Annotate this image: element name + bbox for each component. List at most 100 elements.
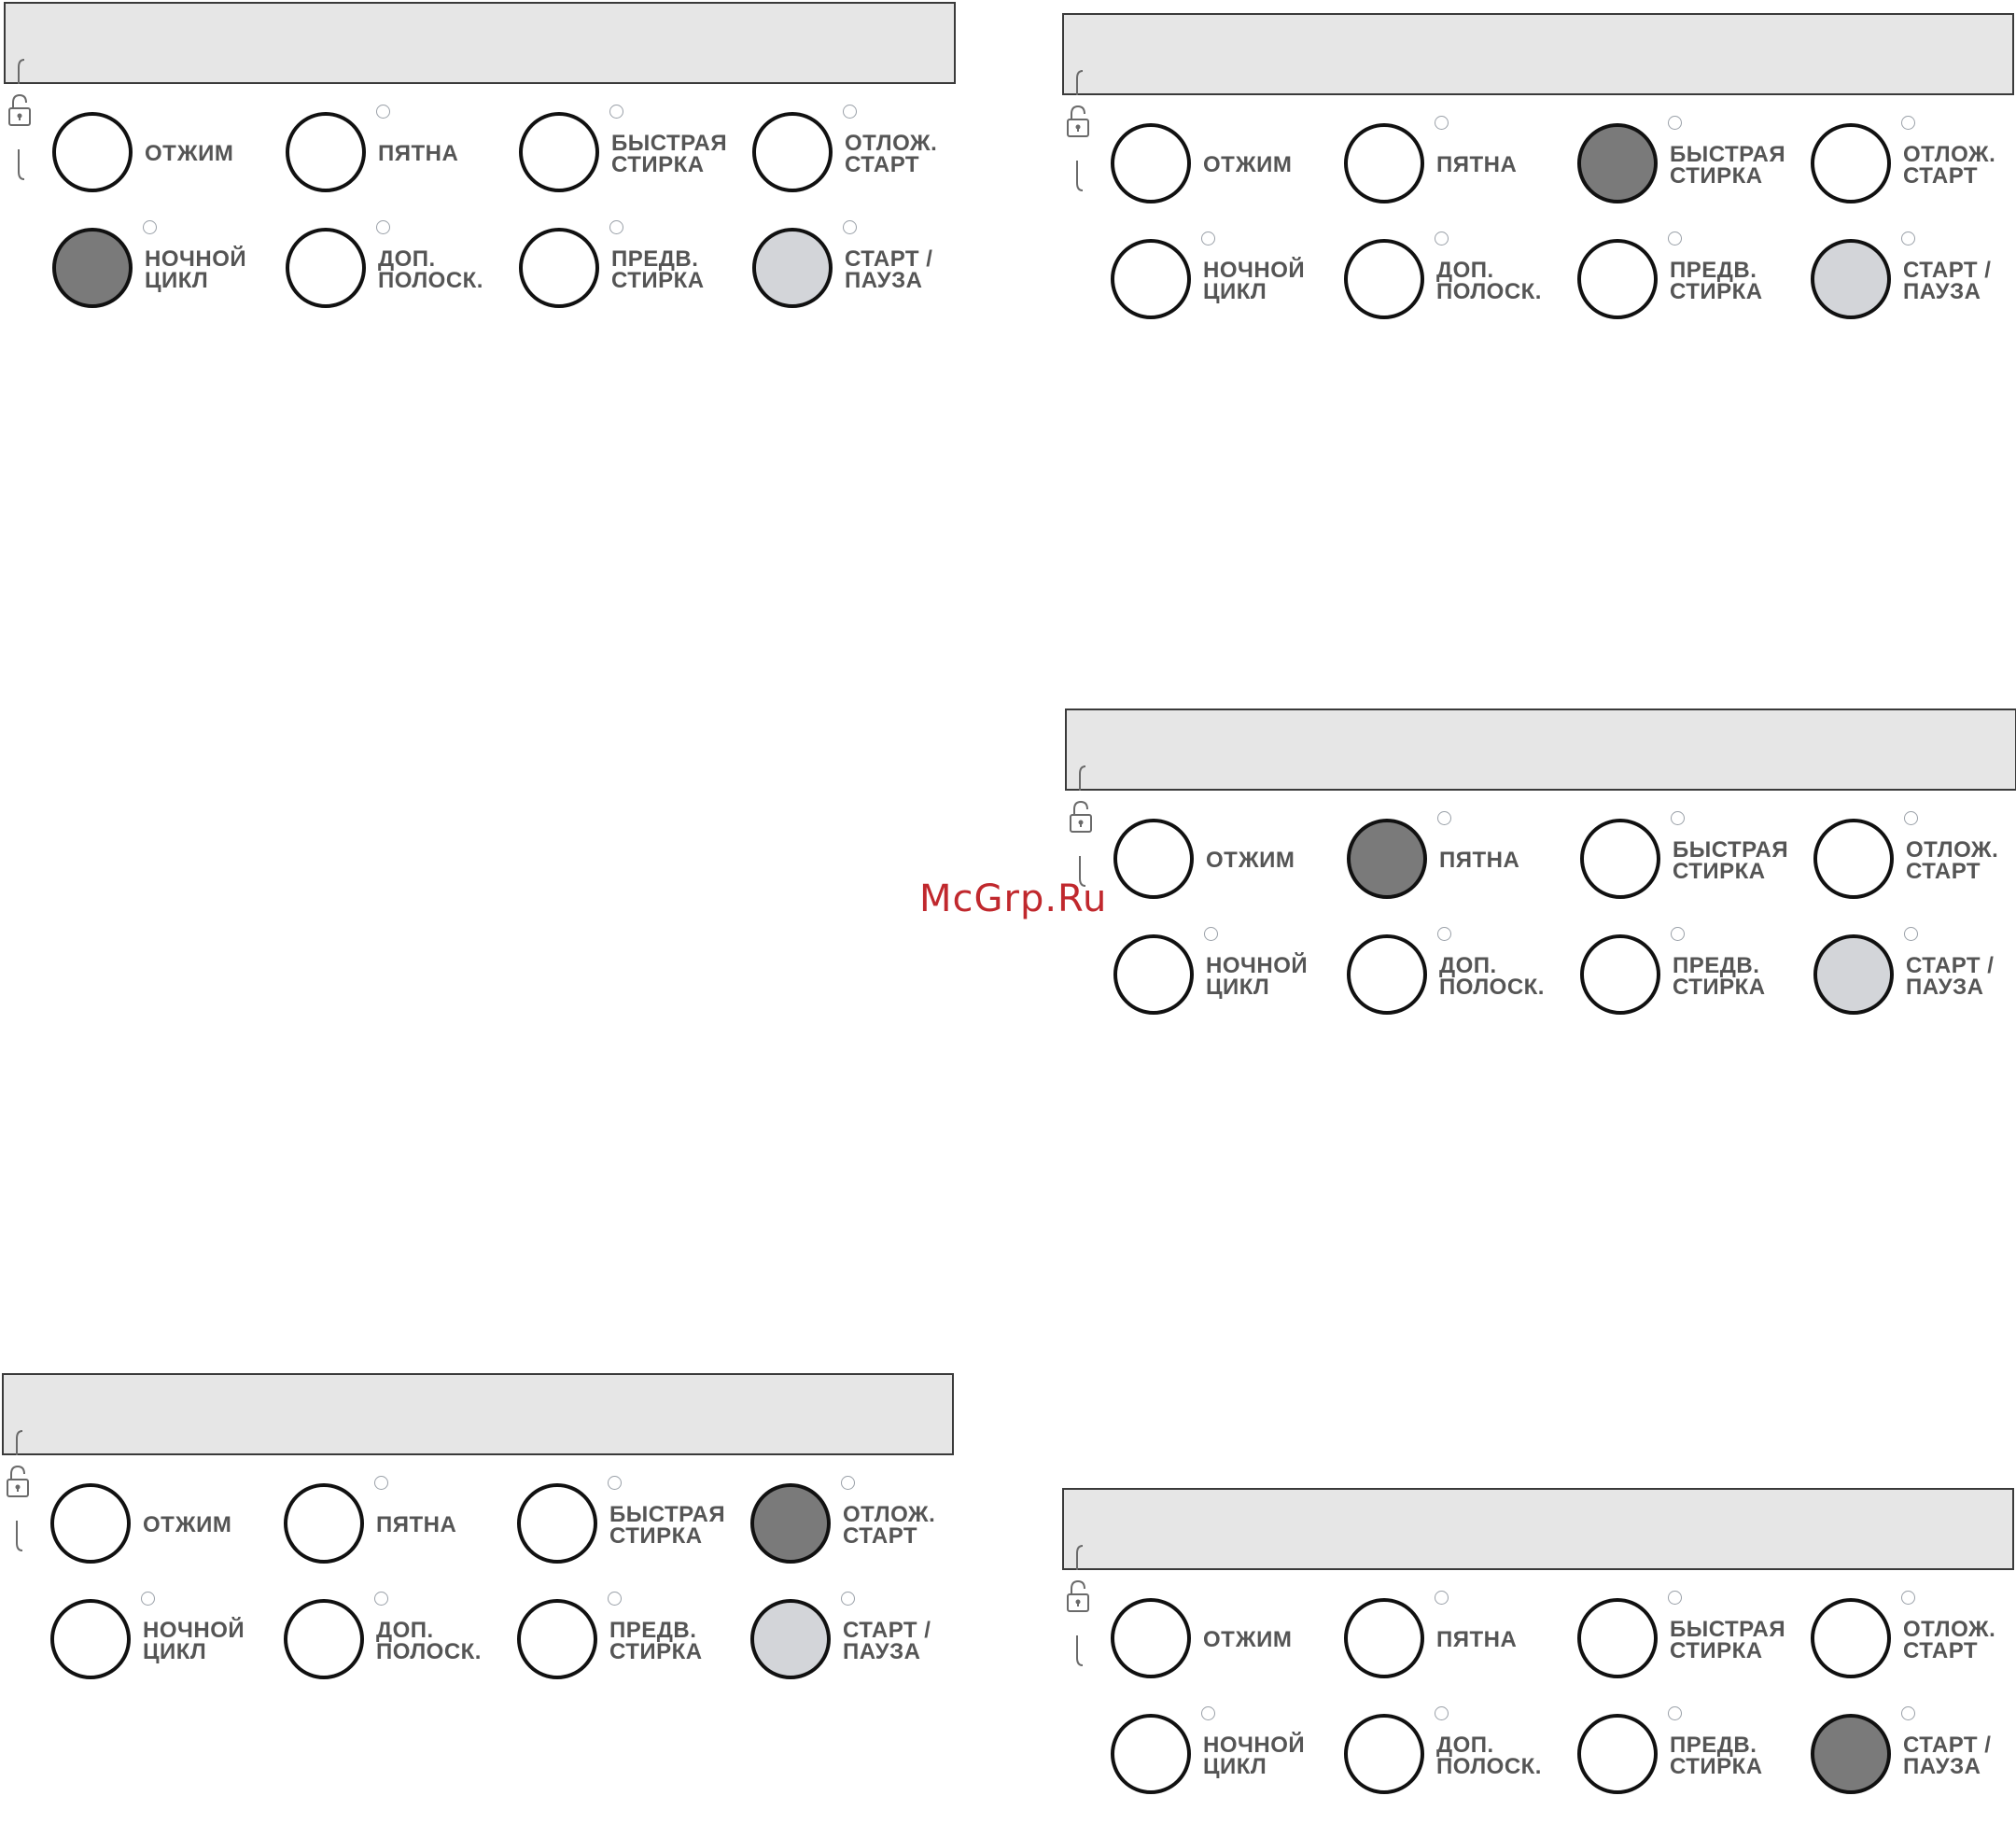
stains-knob[interactable] [284, 1483, 364, 1564]
delay-start-indicator-led [843, 105, 857, 119]
delay-start-button[interactable]: ОТЛОЖ.СТАРТ [752, 105, 986, 196]
prewash-label: ПРЕДВ.СТИРКА [1670, 258, 1763, 304]
display-window [2, 1373, 954, 1455]
prewash-button[interactable]: ПРЕДВ.СТИРКА [519, 220, 752, 312]
delay-start-button[interactable]: ОТЛОЖ.СТАРТ [1811, 1591, 2016, 1682]
prewash-knob[interactable] [517, 1599, 597, 1679]
quick-wash-knob[interactable] [1577, 123, 1658, 203]
delay-start-button[interactable]: ОТЛОЖ.СТАРТ [1811, 116, 2016, 207]
extra-rinse-button[interactable]: ДОП.ПОЛОСК. [1344, 232, 1577, 323]
display-window [4, 2, 956, 84]
spin-label: ОТЖИМ [1203, 152, 1293, 177]
night-cycle-knob[interactable] [1111, 239, 1191, 319]
spin-button[interactable]: ОТЖИМ [52, 112, 286, 196]
start-pause-button[interactable]: СТАРТ /ПАУЗА [752, 220, 986, 312]
quick-wash-knob[interactable] [519, 112, 599, 192]
quick-wash-knob[interactable] [1580, 819, 1660, 899]
prewash-button[interactable]: ПРЕДВ.СТИРКА [517, 1592, 750, 1683]
spin-knob[interactable] [52, 112, 133, 192]
spin-knob[interactable] [1113, 819, 1194, 899]
delay-start-knob[interactable] [1811, 1598, 1891, 1678]
spin-knob[interactable] [1111, 1598, 1191, 1678]
extra-rinse-knob[interactable] [1347, 934, 1427, 1015]
prewash-button[interactable]: ПРЕДВ.СТИРКА [1580, 927, 1813, 1018]
prewash-button[interactable]: ПРЕДВ.СТИРКА [1577, 232, 1811, 323]
extra-rinse-knob[interactable] [1344, 239, 1424, 319]
stains-button[interactable]: ПЯТНА [286, 105, 519, 196]
prewash-knob[interactable] [1580, 934, 1660, 1015]
start-pause-button[interactable]: СТАРТ /ПАУЗА [750, 1592, 984, 1683]
extra-rinse-button[interactable]: ДОП.ПОЛОСК. [1344, 1706, 1577, 1798]
spin-button[interactable]: ОТЖИМ [1113, 819, 1347, 903]
stains-knob[interactable] [286, 112, 366, 192]
start-pause-button[interactable]: СТАРТ /ПАУЗА [1811, 232, 2016, 323]
spin-button[interactable]: ОТЖИМ [1111, 123, 1344, 207]
start-pause-indicator-led [843, 220, 857, 234]
quick-wash-knob[interactable] [1577, 1598, 1658, 1678]
extra-rinse-button[interactable]: ДОП.ПОЛОСК. [1347, 927, 1580, 1018]
extra-rinse-knob[interactable] [284, 1599, 364, 1679]
stains-knob[interactable] [1347, 819, 1427, 899]
delay-start-knob[interactable] [1811, 123, 1891, 203]
quick-wash-knob[interactable] [517, 1483, 597, 1564]
stains-button[interactable]: ПЯТНА [1347, 811, 1580, 903]
night-cycle-knob[interactable] [1111, 1714, 1191, 1794]
delay-start-label: ОТЛОЖ.СТАРТ [1903, 142, 1996, 189]
spin-button[interactable]: ОТЖИМ [50, 1483, 284, 1567]
stains-knob[interactable] [1344, 123, 1424, 203]
prewash-knob[interactable] [1577, 239, 1658, 319]
start-pause-knob[interactable] [1811, 239, 1891, 319]
start-pause-button[interactable]: СТАРТ /ПАУЗА [1813, 927, 2016, 1018]
quick-wash-indicator-led [609, 105, 623, 119]
delay-start-knob[interactable] [1813, 819, 1894, 899]
night-cycle-knob[interactable] [1113, 934, 1194, 1015]
night-cycle-knob[interactable] [50, 1599, 131, 1679]
spin-button[interactable]: ОТЖИМ [1111, 1598, 1344, 1682]
stains-knob[interactable] [1344, 1598, 1424, 1678]
extra-rinse-button[interactable]: ДОП.ПОЛОСК. [284, 1592, 517, 1683]
extra-rinse-button[interactable]: ДОП.ПОЛОСК. [286, 220, 519, 312]
stains-button[interactable]: ПЯТНА [284, 1476, 517, 1567]
display-window [1062, 1488, 2014, 1570]
prewash-knob[interactable] [519, 228, 599, 308]
delay-start-button[interactable]: ОТЛОЖ.СТАРТ [750, 1476, 984, 1567]
spin-label: ОТЖИМ [143, 1512, 232, 1537]
delay-start-knob[interactable] [750, 1483, 831, 1564]
stains-button[interactable]: ПЯТНА [1344, 116, 1577, 207]
prewash-knob[interactable] [1577, 1714, 1658, 1794]
delay-start-button[interactable]: ОТЛОЖ.СТАРТ [1813, 811, 2016, 903]
start-pause-button[interactable]: СТАРТ /ПАУЗА [1811, 1706, 2016, 1798]
start-pause-knob[interactable] [1813, 934, 1894, 1015]
prewash-button[interactable]: ПРЕДВ.СТИРКА [1577, 1706, 1811, 1798]
start-pause-knob[interactable] [1811, 1714, 1891, 1794]
start-pause-knob[interactable] [750, 1599, 831, 1679]
spin-knob[interactable] [1111, 123, 1191, 203]
extra-rinse-knob[interactable] [286, 228, 366, 308]
night-cycle-indicator-led [1201, 1706, 1215, 1720]
night-cycle-indicator-led [1204, 927, 1218, 941]
delay-start-knob[interactable] [752, 112, 833, 192]
night-cycle-knob[interactable] [52, 228, 133, 308]
stains-indicator-led [374, 1476, 388, 1490]
spin-knob[interactable] [50, 1483, 131, 1564]
extra-rinse-knob[interactable] [1344, 1714, 1424, 1794]
delay-start-label: ОТЛОЖ.СТАРТ [1906, 837, 1999, 884]
start-pause-knob[interactable] [752, 228, 833, 308]
stains-button[interactable]: ПЯТНА [1344, 1591, 1577, 1682]
